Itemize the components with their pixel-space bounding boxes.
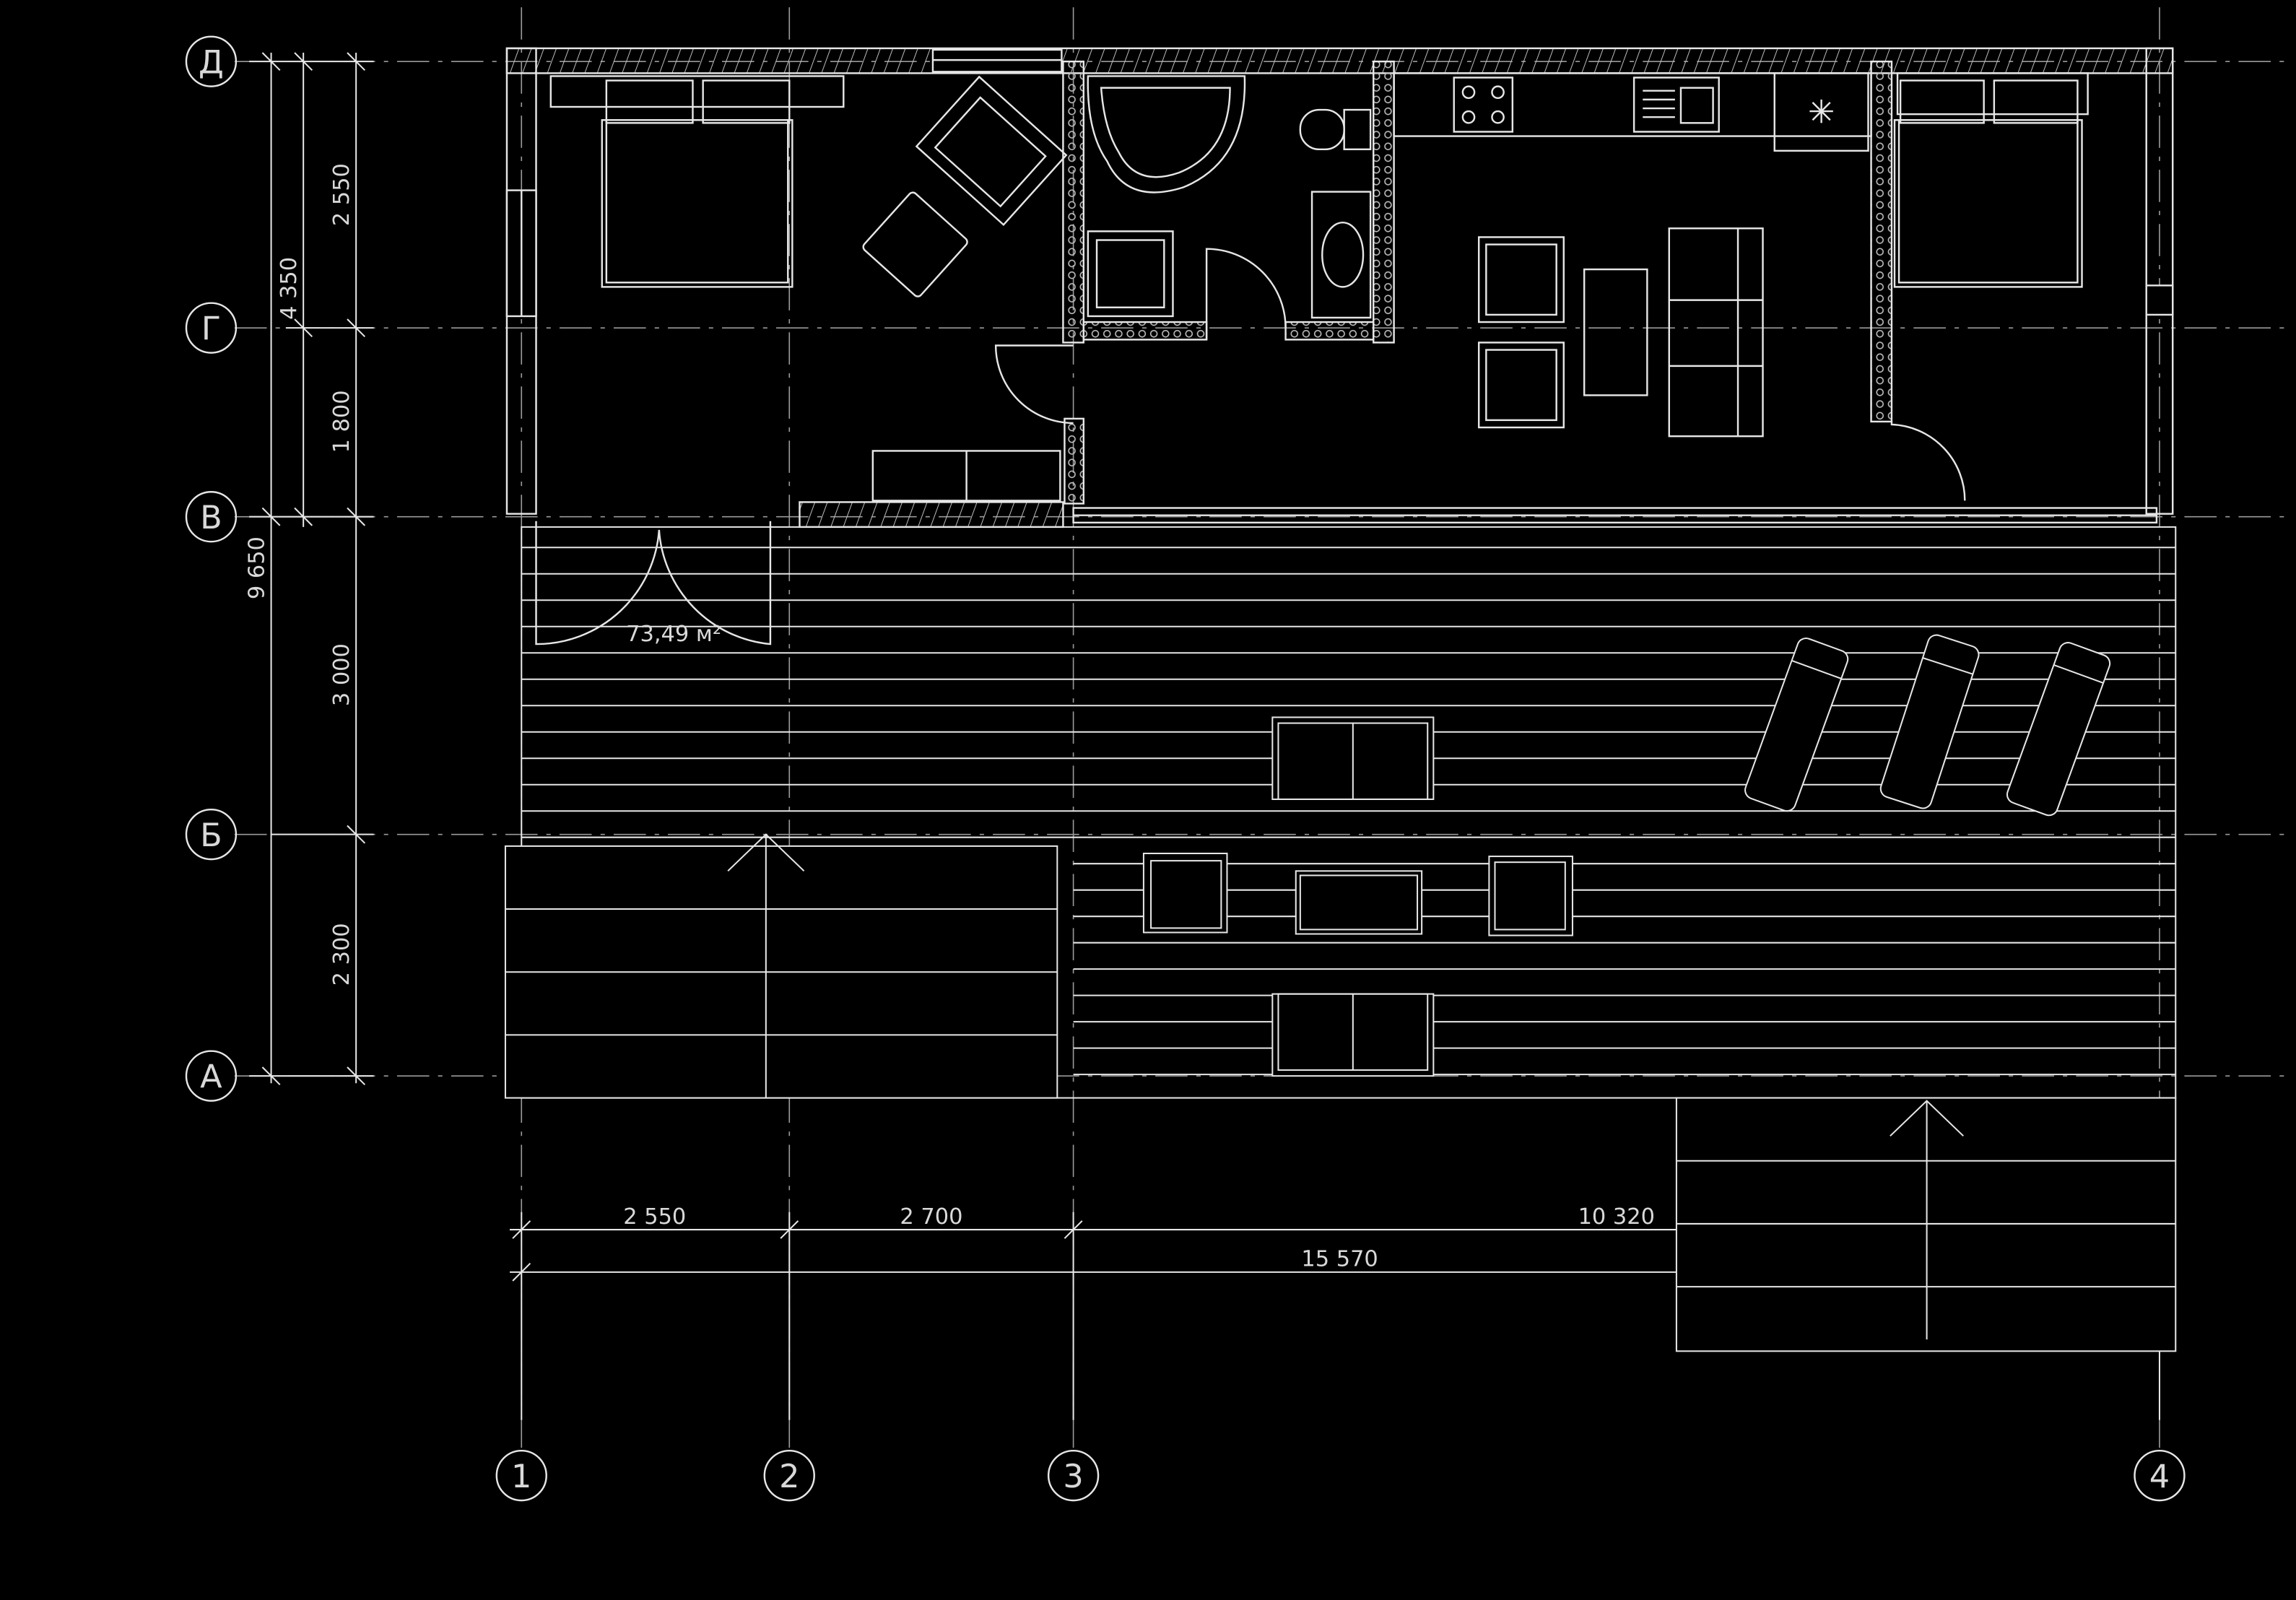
cooktop [1453, 77, 1514, 133]
terrace-outline [521, 526, 2177, 1099]
armchair [1477, 342, 1565, 429]
vertical-dimension-labels: 2 550 1 800 3 000 2 300 4 350 9 650 [244, 163, 355, 986]
column-axis-label: 4 [2149, 1458, 2170, 1495]
window [2145, 284, 2174, 316]
outdoor-armchair [1488, 856, 1573, 936]
partition-bedroom-east [1870, 60, 1893, 423]
kitchen-sink [1632, 77, 1720, 133]
row-axis-bubble [185, 491, 238, 543]
kitchen-counter [1393, 72, 1872, 137]
partition-stub [1064, 417, 1085, 505]
partition-bath-west [1062, 60, 1085, 344]
walls [505, 47, 2174, 529]
column-axis-bubble [1047, 1449, 1100, 1502]
partition-bath-south [1082, 321, 1208, 341]
sun-lounger [2006, 642, 2111, 817]
dimension-label: 4 350 [277, 257, 302, 320]
toilet-bowl [1299, 108, 1345, 151]
corner-bathtub [1087, 75, 1246, 194]
armchair [915, 75, 1068, 227]
sun-lounger [1879, 634, 1980, 809]
dimension-label: 9 650 [244, 536, 269, 599]
furniture [549, 72, 2089, 502]
column-axis-labels: 1 2 3 4 [511, 1458, 2170, 1495]
ottoman [862, 191, 968, 297]
area-label: 73,49 м² [626, 622, 721, 647]
row-axis-label: Б [200, 817, 222, 854]
dimension-label: 2 700 [900, 1204, 962, 1230]
column-axis-bubble [763, 1449, 815, 1502]
washbasin [1321, 221, 1365, 288]
front-wall-west [799, 501, 1064, 529]
dimension-label: 2 550 [623, 1204, 686, 1230]
row-axis-label: Д [199, 43, 224, 81]
vanity [1310, 191, 1372, 319]
row-axis-label: А [200, 1058, 222, 1095]
dimension-label: 15 570 [1301, 1247, 1378, 1272]
vertical-dimension-lines [249, 52, 374, 1086]
column-axis-bubble [495, 1449, 547, 1502]
row-axis-labels: Д Г В Б А [199, 43, 224, 1095]
column-axis-bubble [2134, 1449, 2186, 1502]
dimension-label: 2 550 [329, 163, 355, 226]
outdoor-armchair [1142, 852, 1228, 934]
bed-headboard [1896, 72, 2089, 116]
refrigerator [1773, 72, 1869, 152]
outdoor-table [1295, 870, 1423, 935]
toilet-tank [1343, 108, 1372, 151]
terrace [504, 526, 2177, 1352]
row-axis-bubble [185, 808, 238, 861]
bed-headboard [549, 75, 845, 108]
row-axis-bubble [185, 302, 238, 354]
row-axis-label: В [200, 499, 222, 536]
dimension-label: 1 800 [329, 390, 355, 453]
doors [535, 248, 1966, 645]
pillow [605, 79, 694, 124]
pillow [1899, 79, 1985, 124]
door-swing [658, 521, 772, 645]
dimension-label: 3 000 [329, 643, 355, 706]
coffee-table [1583, 268, 1648, 396]
column-axis-label: 3 [1063, 1458, 1083, 1495]
row-axis-label: Г [201, 310, 221, 347]
horizontal-dimension-labels: 2 550 2 700 10 320 15 570 [623, 1204, 1655, 1272]
row-axis-bubble [185, 35, 238, 87]
sofa [1668, 227, 1764, 438]
door-swing [1205, 248, 1287, 340]
bed [1893, 119, 2083, 288]
door-swing [1890, 421, 1966, 501]
row-axis-bubble [185, 1050, 238, 1102]
shower-tray [1087, 230, 1174, 318]
column-axis-label: 2 [779, 1458, 799, 1495]
right-exterior-wall [2145, 47, 2174, 515]
sun-lounger [1744, 638, 1849, 812]
dimension-label: 10 320 [1578, 1204, 1655, 1230]
partition-bath-south [1284, 321, 1375, 341]
pillow [702, 79, 791, 124]
partition-bath-east [1373, 60, 1395, 344]
top-exterior-wall [505, 47, 2174, 74]
door-swing [535, 521, 661, 645]
pillow [1993, 79, 2079, 124]
dimension-label: 2 300 [329, 923, 355, 986]
row-axis-markers [185, 35, 238, 1102]
column-axis-markers [495, 1449, 2186, 1502]
column-axis-label: 1 [511, 1458, 531, 1495]
door-swing [994, 344, 1074, 425]
armchair [1477, 236, 1565, 323]
bed [601, 119, 793, 288]
